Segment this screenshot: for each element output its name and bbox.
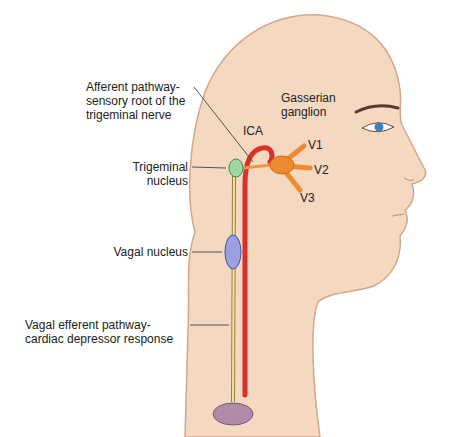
vagal-nucleus-oval [225, 235, 241, 269]
branch-label: V2 [314, 163, 338, 177]
sensory-root [243, 165, 272, 168]
trigeminal-nucleus-oval [229, 159, 243, 177]
part-label: Afferent pathway- sensory root of the tr… [86, 80, 190, 122]
part-label: ICA [243, 124, 273, 138]
gasserian-ganglion [270, 156, 294, 174]
part-label: Vagal efferent pathway- cardiac depresso… [25, 318, 183, 346]
eyebrow [356, 106, 398, 112]
part-label: Vagal nucleus [88, 245, 188, 259]
branch-label: V1 [308, 138, 332, 152]
vagal-pathway-outline [233, 176, 234, 402]
part-label: Trigeminal nucleus [124, 160, 188, 188]
nostril [404, 178, 414, 181]
iris [375, 123, 384, 132]
mouth [392, 214, 404, 216]
head-outline [185, 15, 426, 437]
eye [362, 123, 394, 132]
branch-label: V3 [300, 191, 324, 205]
vagal-pathway [233, 176, 234, 402]
ica-vessel [245, 148, 272, 395]
part-label: Gasserian ganglion [281, 91, 341, 119]
leader-lines [190, 87, 253, 325]
heart [213, 403, 253, 425]
